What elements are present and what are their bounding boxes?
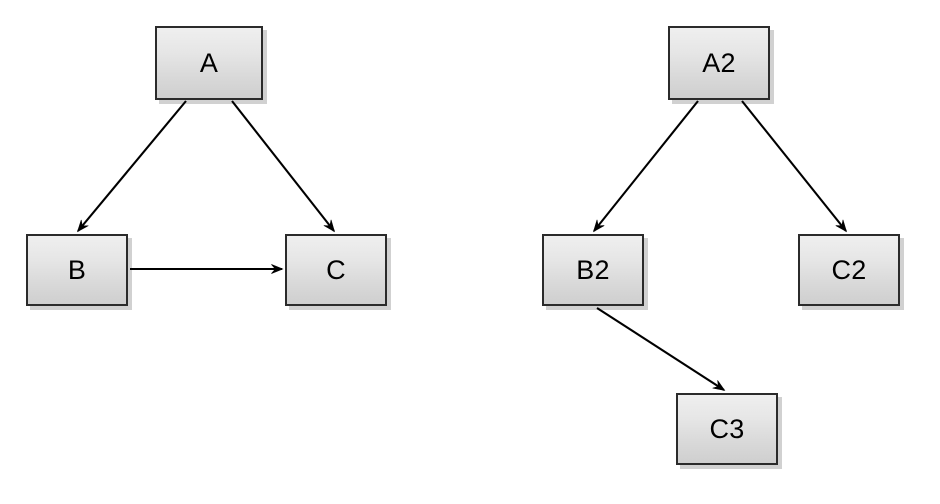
edge-a2-b2[interactable] — [592, 100, 699, 233]
node-label-b: B — [67, 254, 87, 285]
node-b[interactable]: B — [26, 234, 128, 306]
edge-a-c[interactable] — [231, 100, 335, 233]
node-label-b2: B2 — [576, 254, 610, 285]
node-label-c3: C3 — [709, 413, 745, 444]
edge-b2-c3[interactable] — [596, 307, 726, 391]
edge-a2-c2[interactable] — [741, 100, 848, 233]
node-c3[interactable]: C3 — [676, 393, 778, 465]
node-b2[interactable]: B2 — [542, 234, 644, 306]
node-label-a2: A2 — [702, 47, 736, 78]
node-label-a: A — [199, 47, 219, 78]
node-label-c2: C2 — [831, 254, 867, 285]
node-label-c: C — [326, 254, 346, 285]
edge-a-b[interactable] — [76, 100, 187, 233]
node-c2[interactable]: C2 — [798, 234, 900, 306]
node-a2[interactable]: A2 — [668, 26, 770, 100]
node-c[interactable]: C — [285, 234, 387, 306]
node-a[interactable]: A — [155, 26, 263, 100]
